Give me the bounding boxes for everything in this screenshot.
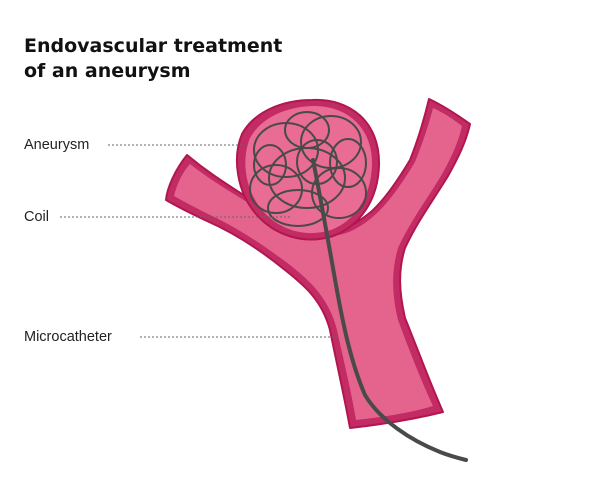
microcatheter [311,158,468,462]
title-line-1: Endovascular treatment [24,35,283,57]
microcatheter-label: Microcatheter [24,329,112,345]
blood-vessel [165,98,471,429]
title-line-2: of an aneurysm [24,60,191,82]
diagram-title: Endovascular treatment of an aneurysm [24,34,282,84]
coil-loop [267,189,329,227]
coil [249,111,367,227]
coil-loop [253,144,287,186]
coil-loop [329,138,367,188]
aneurysm-label: Aneurysm [24,137,90,153]
coil-loop [249,164,303,214]
coil-label: Coil [24,209,49,225]
vessel-lumen [174,108,462,420]
coil-loop [284,111,330,149]
